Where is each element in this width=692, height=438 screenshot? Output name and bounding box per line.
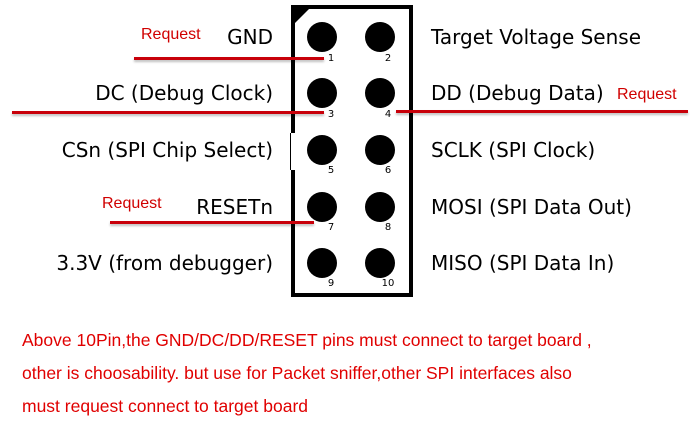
note-line: must request connect to target board bbox=[22, 396, 308, 416]
pin-number: 6 bbox=[384, 165, 392, 176]
pin-number: 1 bbox=[327, 53, 335, 64]
pin-label: DD (Debug Data) bbox=[431, 81, 604, 105]
pin-number: 5 bbox=[327, 165, 335, 176]
pin-number: 9 bbox=[327, 278, 335, 289]
pin-4 bbox=[365, 78, 395, 108]
pin-label: Target Voltage Sense bbox=[431, 25, 642, 49]
pin-label: 3.3V (from debugger) bbox=[56, 251, 273, 275]
pin-number: 8 bbox=[384, 222, 392, 233]
pin-9 bbox=[307, 248, 337, 278]
pin-label: CSn (SPI Chip Select) bbox=[61, 138, 273, 162]
pin-number: 7 bbox=[327, 222, 335, 233]
pin-7 bbox=[307, 192, 337, 222]
pin-number: 4 bbox=[384, 109, 392, 120]
request-reset-label: Request bbox=[102, 195, 162, 212]
pin-8 bbox=[365, 192, 395, 222]
pin-3 bbox=[307, 78, 337, 108]
pin-number: 10 bbox=[381, 278, 395, 289]
pin-1 bbox=[307, 22, 337, 52]
pin-6 bbox=[365, 135, 395, 165]
pin-label: MOSI (SPI Data Out) bbox=[431, 195, 632, 219]
pin-label: GND bbox=[227, 25, 273, 49]
pin-number: 2 bbox=[384, 53, 392, 64]
note-line: Above 10Pin,the GND/DC/DD/RESET pins mus… bbox=[22, 330, 592, 350]
request-dd-label: Request bbox=[617, 86, 677, 103]
pin1-corner-marker bbox=[295, 9, 309, 23]
request-line-reset bbox=[110, 221, 314, 224]
pin-10 bbox=[365, 248, 395, 278]
connection-note: Above 10Pin,the GND/DC/DD/RESET pins mus… bbox=[22, 324, 692, 423]
pin-2 bbox=[365, 22, 395, 52]
pin-label: RESETn bbox=[196, 195, 273, 219]
request-line-gnd bbox=[134, 57, 324, 60]
note-line: other is choosability. but use for Packe… bbox=[22, 363, 572, 383]
request-gnd-label: Request bbox=[141, 26, 201, 43]
pin-label: SCLK (SPI Clock) bbox=[431, 138, 596, 162]
pin-number: 3 bbox=[327, 109, 335, 120]
pin-label: MISO (SPI Data In) bbox=[431, 251, 615, 275]
pin-label: DC (Debug Clock) bbox=[95, 81, 273, 105]
pin-5 bbox=[307, 135, 337, 165]
request-line-dd bbox=[396, 110, 688, 113]
request-line-dc bbox=[12, 111, 324, 114]
connector-key-gap bbox=[290, 133, 296, 170]
